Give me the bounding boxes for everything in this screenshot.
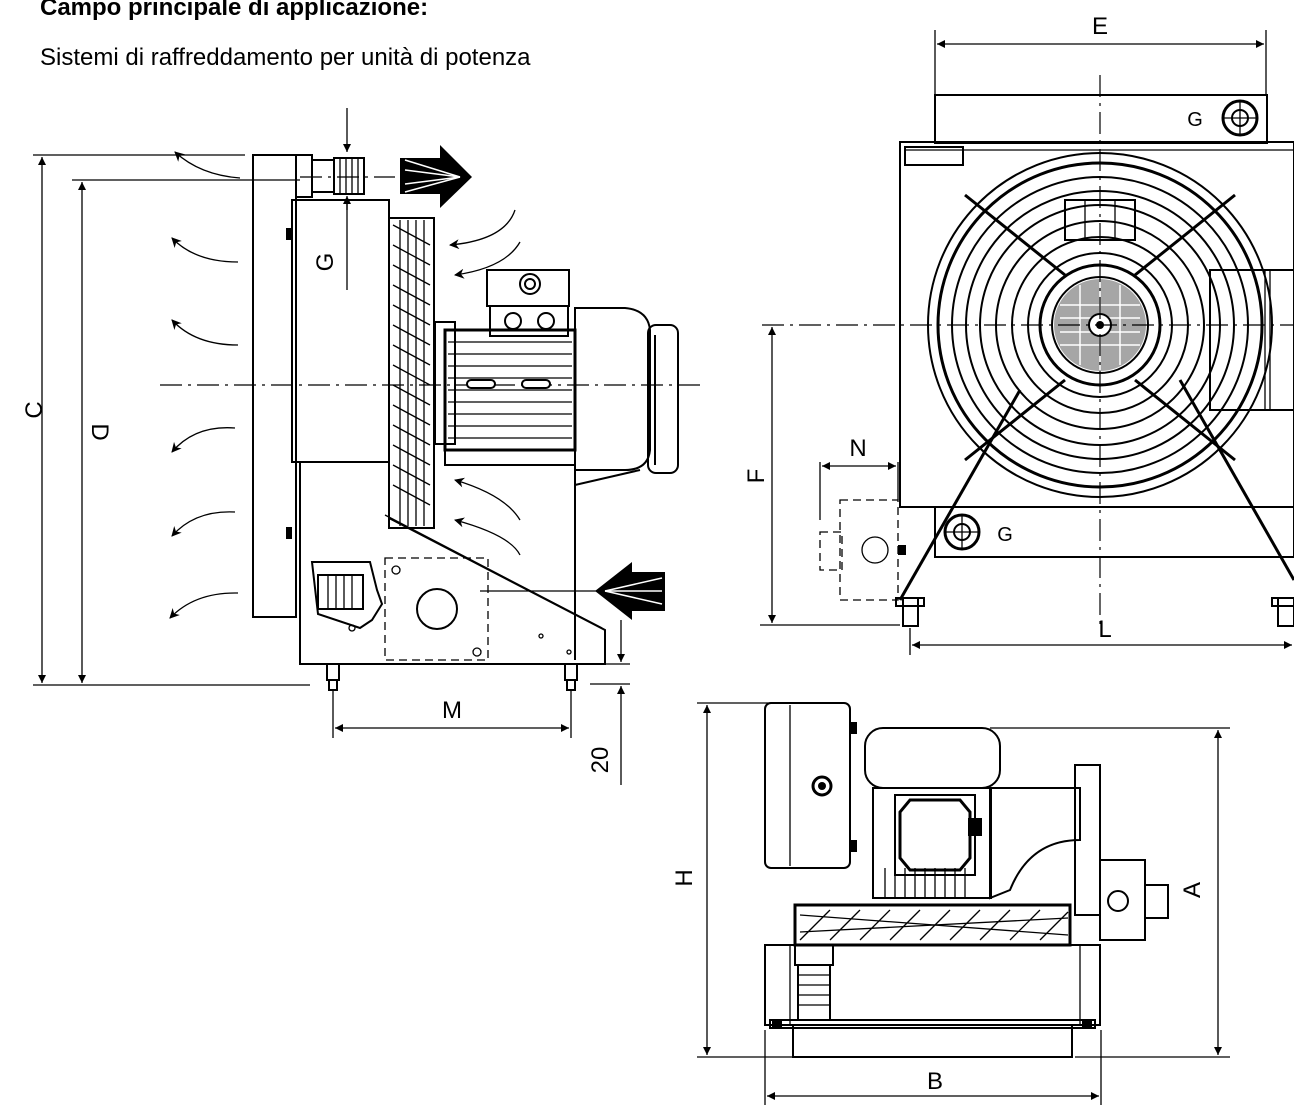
- label-dim-l: L: [1098, 616, 1111, 643]
- label-dim-g-bottom: G: [997, 524, 1013, 546]
- page-title: Campo principale di applicazione:: [40, 0, 429, 21]
- label-dim-c: C: [21, 401, 48, 418]
- label-dim-20: 20: [587, 747, 614, 774]
- label-dim-n: N: [849, 435, 866, 462]
- label-dim-e: E: [1092, 13, 1108, 40]
- top-view: [697, 702, 1230, 1105]
- label-dim-f: F: [743, 469, 770, 484]
- side-view: [33, 108, 705, 785]
- label-dim-d: D: [86, 423, 113, 440]
- page-subtitle: Sistemi di raffreddamento per unità di p…: [40, 44, 531, 71]
- label-dim-g-top: G: [1187, 109, 1203, 131]
- label-dim-b: B: [927, 1068, 943, 1095]
- label-dim-h: H: [671, 869, 698, 886]
- label-dim-a: A: [1179, 882, 1206, 898]
- label-dim-g-side: G: [312, 253, 339, 272]
- label-dim-m: M: [442, 697, 462, 724]
- front-view: [760, 30, 1294, 655]
